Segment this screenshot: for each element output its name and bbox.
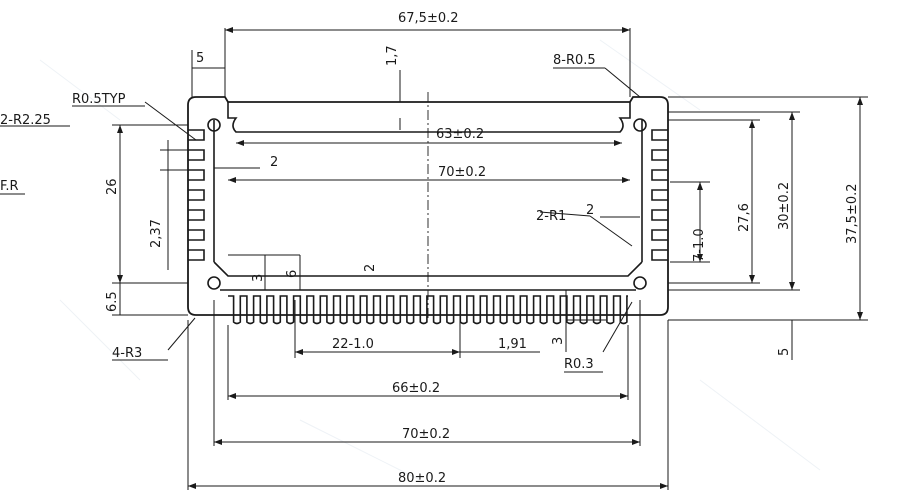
dimension-labels: 67,5±0.2 5 1,7 8-R0.5 R0.5TYP 2-R2.25 F.… [0,11,860,486]
dim-6: 6 [285,270,300,278]
outer-shell [187,96,669,316]
dim-gap-2-left: 2 [270,155,278,170]
left-fins [188,129,205,261]
dim-fin-pitch-2-37: 2,37 [149,219,164,248]
dim-height-37-5: 37,5±0.2 [845,183,860,244]
dim-3-left: 3 [251,274,266,282]
dim-wall-5: 5 [196,51,204,66]
dim-width-66: 66±0.2 [392,381,440,396]
dim-lip-1-7: 1,7 [385,45,400,66]
dim-gap-2-right: 2 [586,203,594,218]
dim-height-26: 26 [105,178,120,195]
inner-cavity [227,102,631,133]
dim-5-right: 5 [777,348,792,356]
radius-r0-5-typ: R0.5TYP [72,92,126,107]
radius-8-r0-5: 8-R0.5 [553,53,596,68]
corner-slot-tl [207,118,221,132]
dim-fin-1-91: 1,91 [498,337,527,352]
dim-overall-top-width: 67,5±0.2 [398,11,459,26]
dim-base-6-5: 6.5 [105,291,120,312]
dim-2-mid: 2 [363,264,378,272]
dim-height-30: 30±0.2 [777,182,792,230]
dim-27-6: 27,6 [737,203,752,232]
label-underlines [72,67,605,373]
corner-slot-tr [633,118,647,132]
radius-4-r3: 4-R3 [112,346,142,361]
dim-3-right: 3 [551,337,566,345]
arrow-heads [117,27,863,489]
dim-inner-63: 63±0.2 [436,127,484,142]
dim-inner-70: 70±0.2 [438,165,486,180]
dim-fin-22: 22-1.0 [332,337,374,352]
corner-slot-bl [207,276,221,290]
right-fins [651,129,668,261]
radius-r0-3: R0.3 [564,357,594,372]
background-watermark [39,39,821,481]
corner-slot-br [633,276,647,290]
fin-ref-fr: F.R [0,179,19,194]
radius-2-r1: 2-R1 [536,209,566,224]
dimension-lines [0,28,868,490]
dim-7-1-0: 7-1.0 [692,228,707,262]
dim-width-70-bottom: 70±0.2 [402,427,450,442]
dim-overall-width-80: 80±0.2 [398,471,446,486]
radius-2-r2-25: 2-R2.25 [0,113,51,128]
